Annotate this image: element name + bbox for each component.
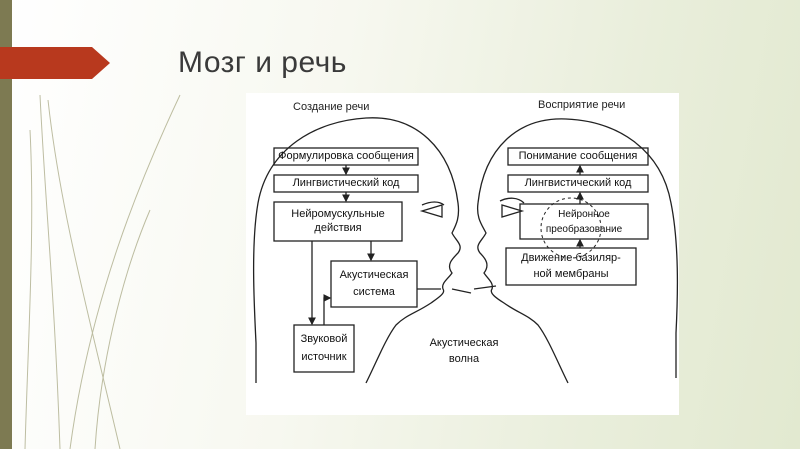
listener-head-outline	[476, 118, 679, 384]
box-formulation: Формулировка сообщения	[278, 150, 414, 162]
right-header-label: Восприятие речи	[538, 99, 626, 111]
box-acoustic-system-line2: система	[353, 286, 395, 298]
left-accent-bar	[0, 0, 12, 449]
box-basilar-line1: Движение базиляр-	[521, 252, 621, 264]
box-understanding: Понимание сообщения	[518, 150, 638, 162]
speaker-head-outline	[252, 117, 461, 384]
box-neuromuscular-line1: Нейромускульные	[291, 208, 385, 220]
diagram-drawing	[252, 117, 679, 384]
box-neural-line1: Нейронное	[558, 209, 610, 220]
box-speaker-linguistic-code: Лингвистический код	[292, 177, 400, 189]
box-sound-source-line2: источник	[301, 351, 347, 363]
box-listener-linguistic-code: Лингвистический код	[524, 177, 632, 189]
speech-diagram: Создание речи Восприятие речи Формулиров…	[246, 93, 679, 415]
box-sound-source-line1: Звуковой	[300, 333, 348, 345]
box-neuromuscular-line2: действия	[314, 222, 362, 234]
slide-title: Мозг и речь	[178, 46, 347, 79]
neural-dashed-circle	[540, 197, 602, 259]
box-acoustic-system-line1: Акустическая	[339, 269, 409, 281]
acoustic-wave-label-line2: волна	[448, 353, 480, 365]
title-arrow-icon	[0, 47, 110, 79]
box-basilar-line2: ной мембраны	[533, 268, 609, 280]
box-neural-line2: преобразование	[545, 224, 623, 235]
left-header-label: Создание речи	[293, 101, 370, 113]
acoustic-wave-label-line1: Акустическая	[429, 337, 499, 349]
